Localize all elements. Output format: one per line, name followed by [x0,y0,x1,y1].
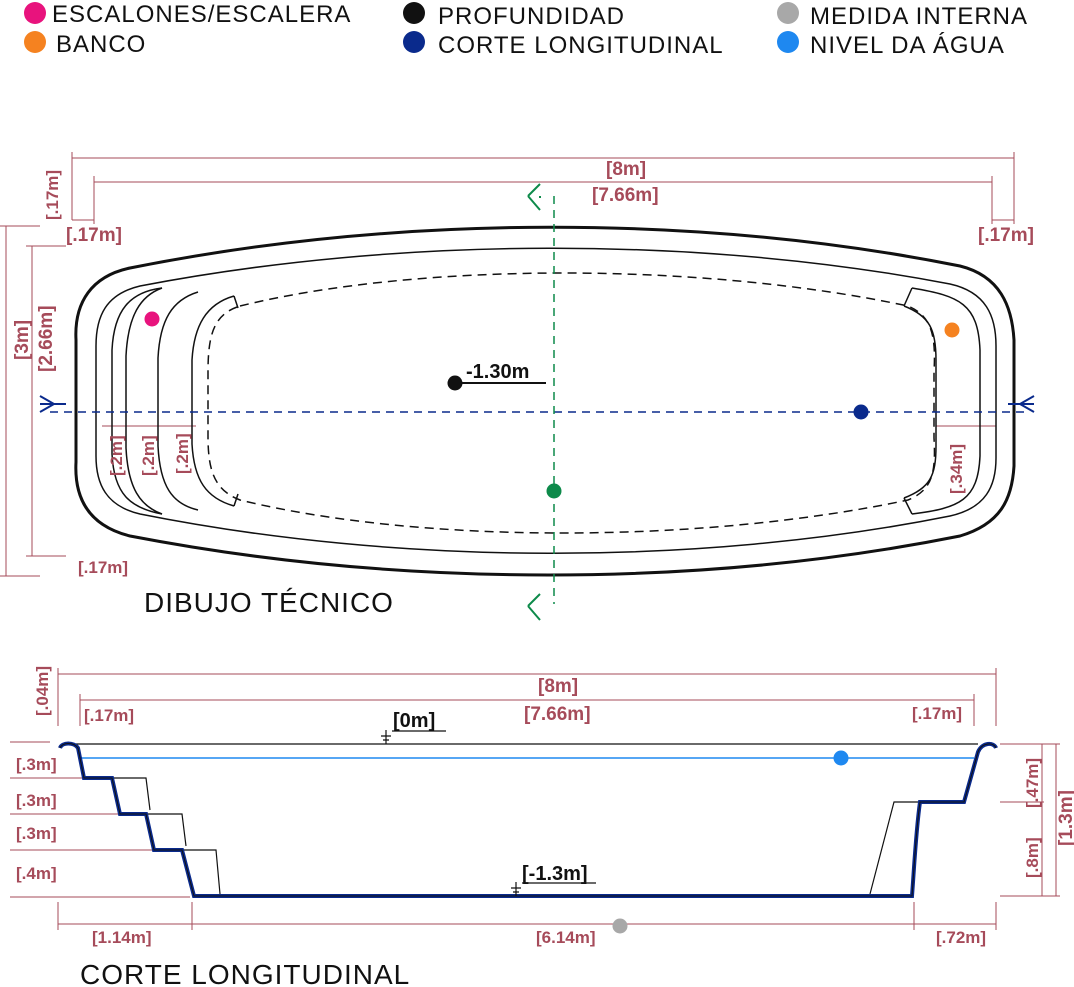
plan-title: DIBUJO TÉCNICO [144,587,394,618]
legend-label-water: NIVEL DA ÁGUA [810,32,1005,59]
section-edge-left: [.17m] [84,706,134,725]
steps-marker [144,311,160,327]
plan-dimension-lines [0,152,1015,577]
legend-label-internal: MEDIDA INTERNA [810,3,1028,30]
legend-swatch-longitudinal [403,31,425,53]
depth-label: -1.30m [466,361,529,383]
plan-edge-top: [.17m] [43,170,62,220]
legend-swatch-steps [24,2,46,24]
cut-arrow-bottom-icon [527,593,541,621]
pool-inner-rim [95,247,997,554]
pool-outer-rim [74,225,1016,577]
pool-shell-outline [59,743,997,897]
section-lower-height: [.8m] [1023,837,1042,878]
legend-swatch-internal [777,2,799,24]
pool-floor-dashed [207,272,936,534]
section-length-inner: [7.66m] [524,704,591,725]
bench-marker [944,322,960,338]
plan-width-outer: [3m] [12,320,33,360]
legend-label-longitudinal: CORTE LONGITUDINAL [438,32,724,59]
plan-bench: [.34m] [947,444,966,494]
plan-edge-left: [.17m] [66,225,122,246]
section-bench-height: [.47m] [1023,758,1042,808]
plan-step2: [.2m] [139,435,158,476]
cut-arrow-right-icon [1008,395,1035,413]
section-edge-right: [.17m] [912,704,962,723]
plan-step3: [.2m] [173,433,192,474]
section-rise4: [.4m] [16,864,57,883]
plan-step1: [.2m] [107,435,126,476]
plan-length-outer: [8m] [606,159,646,180]
section-length-outer: [8m] [538,676,578,697]
section-dimension-lines [10,668,1060,930]
cut-arrow-top-icon [527,183,541,211]
section-bench-length: [.72m] [936,928,986,947]
plan-width-inner: [2.66m] [36,305,57,372]
level-bottom-label: [-1.3m] [522,863,588,885]
section-floor-length: [6.14m] [536,928,596,947]
plan-view: -1.30m [8m] [7.66m] [.17m] [.17m] [.17m]… [0,152,1035,621]
level-marker-top-icon [381,730,446,744]
legend-swatch-depth [403,2,425,24]
legend-label-depth: PROFUNDIDAD [438,3,625,30]
transverse-marker [546,483,562,499]
bench-outline [911,287,981,515]
level-top-label: [0m] [393,710,435,732]
level-marker-bottom-icon [511,882,596,896]
section-total-height: [1.3m] [1056,790,1074,846]
legend: ESCALONES/ESCALERA BANCO PROFUNDIDAD COR… [24,1,1028,59]
section-steps-length: [1.14m] [92,928,152,947]
bench-edge [903,287,937,515]
section-rise2: [.3m] [16,791,57,810]
section-title: CORTE LONGITUDINAL [80,959,410,987]
steps-outline [111,287,239,515]
depth-marker [447,375,463,391]
water-level-marker [833,750,849,766]
section-view: [0m] [-1.3m] [.04m] [8m] [7.66m] [.17m] … [10,666,1074,987]
longitudinal-marker [853,404,869,420]
legend-swatch-water [777,31,799,53]
step-treads [86,777,221,895]
section-rise3: [.3m] [16,824,57,843]
plan-edge-bottom: [.17m] [78,558,128,577]
plan-edge-right: [.17m] [978,225,1034,246]
cut-arrow-left-icon [39,395,66,413]
plan-length-inner: [7.66m] [592,185,659,206]
section-lip: [.04m] [33,666,52,716]
legend-label-steps: ESCALONES/ESCALERA [52,1,351,28]
internal-measure-marker [612,918,628,934]
section-rise1: [.3m] [16,755,57,774]
legend-label-bench: BANCO [56,31,146,58]
legend-swatch-bench [24,31,46,53]
